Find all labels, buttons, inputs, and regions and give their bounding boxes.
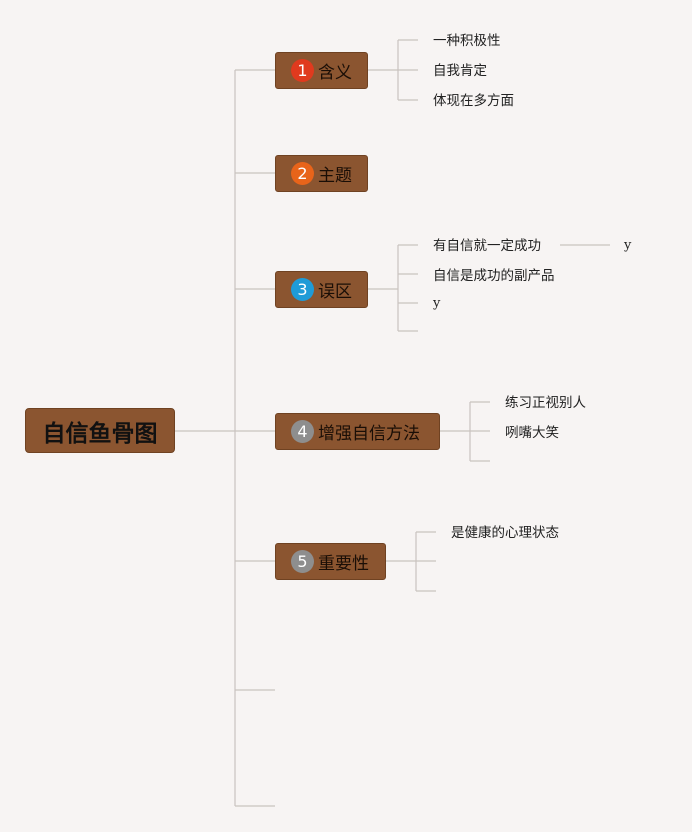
branch-node-5[interactable]: 5 重要性 bbox=[275, 543, 386, 580]
leaf-node[interactable]: 一种积极性 bbox=[433, 33, 501, 49]
branch-node-2[interactable]: 2 主题 bbox=[275, 155, 368, 192]
sub-leaf-node[interactable]: y bbox=[624, 238, 632, 253]
leaf-node[interactable]: 是健康的心理状态 bbox=[451, 525, 559, 541]
root-label: 自信鱼骨图 bbox=[42, 420, 158, 447]
branch-label-4: 增强自信方法 bbox=[318, 424, 420, 444]
number-badge-5: 5 bbox=[291, 550, 314, 573]
root-node[interactable]: 自信鱼骨图 bbox=[25, 408, 175, 453]
number-badge-3: 3 bbox=[291, 278, 314, 301]
branch-label-1: 含义 bbox=[318, 63, 352, 83]
number-badge-4: 4 bbox=[291, 420, 314, 443]
number-badge-2: 2 bbox=[291, 162, 314, 185]
number-badge-1: 1 bbox=[291, 59, 314, 82]
branch-node-4[interactable]: 4 增强自信方法 bbox=[275, 413, 440, 450]
leaf-node[interactable]: y bbox=[433, 296, 441, 311]
leaf-node[interactable]: 练习正视别人 bbox=[505, 395, 586, 411]
leaf-node[interactable]: 咧嘴大笑 bbox=[505, 425, 559, 441]
leaf-node[interactable]: 有自信就一定成功 bbox=[433, 238, 541, 254]
branch-label-3: 误区 bbox=[318, 282, 352, 302]
leaf-node[interactable]: 自信是成功的副产品 bbox=[433, 268, 555, 284]
leaf-node[interactable]: 体现在多方面 bbox=[433, 93, 514, 109]
leaf-node[interactable]: 自我肯定 bbox=[433, 63, 487, 79]
branch-node-1[interactable]: 1 含义 bbox=[275, 52, 368, 89]
branch-label-2: 主题 bbox=[318, 166, 352, 186]
branch-node-3[interactable]: 3 误区 bbox=[275, 271, 368, 308]
branch-label-5: 重要性 bbox=[318, 554, 369, 574]
